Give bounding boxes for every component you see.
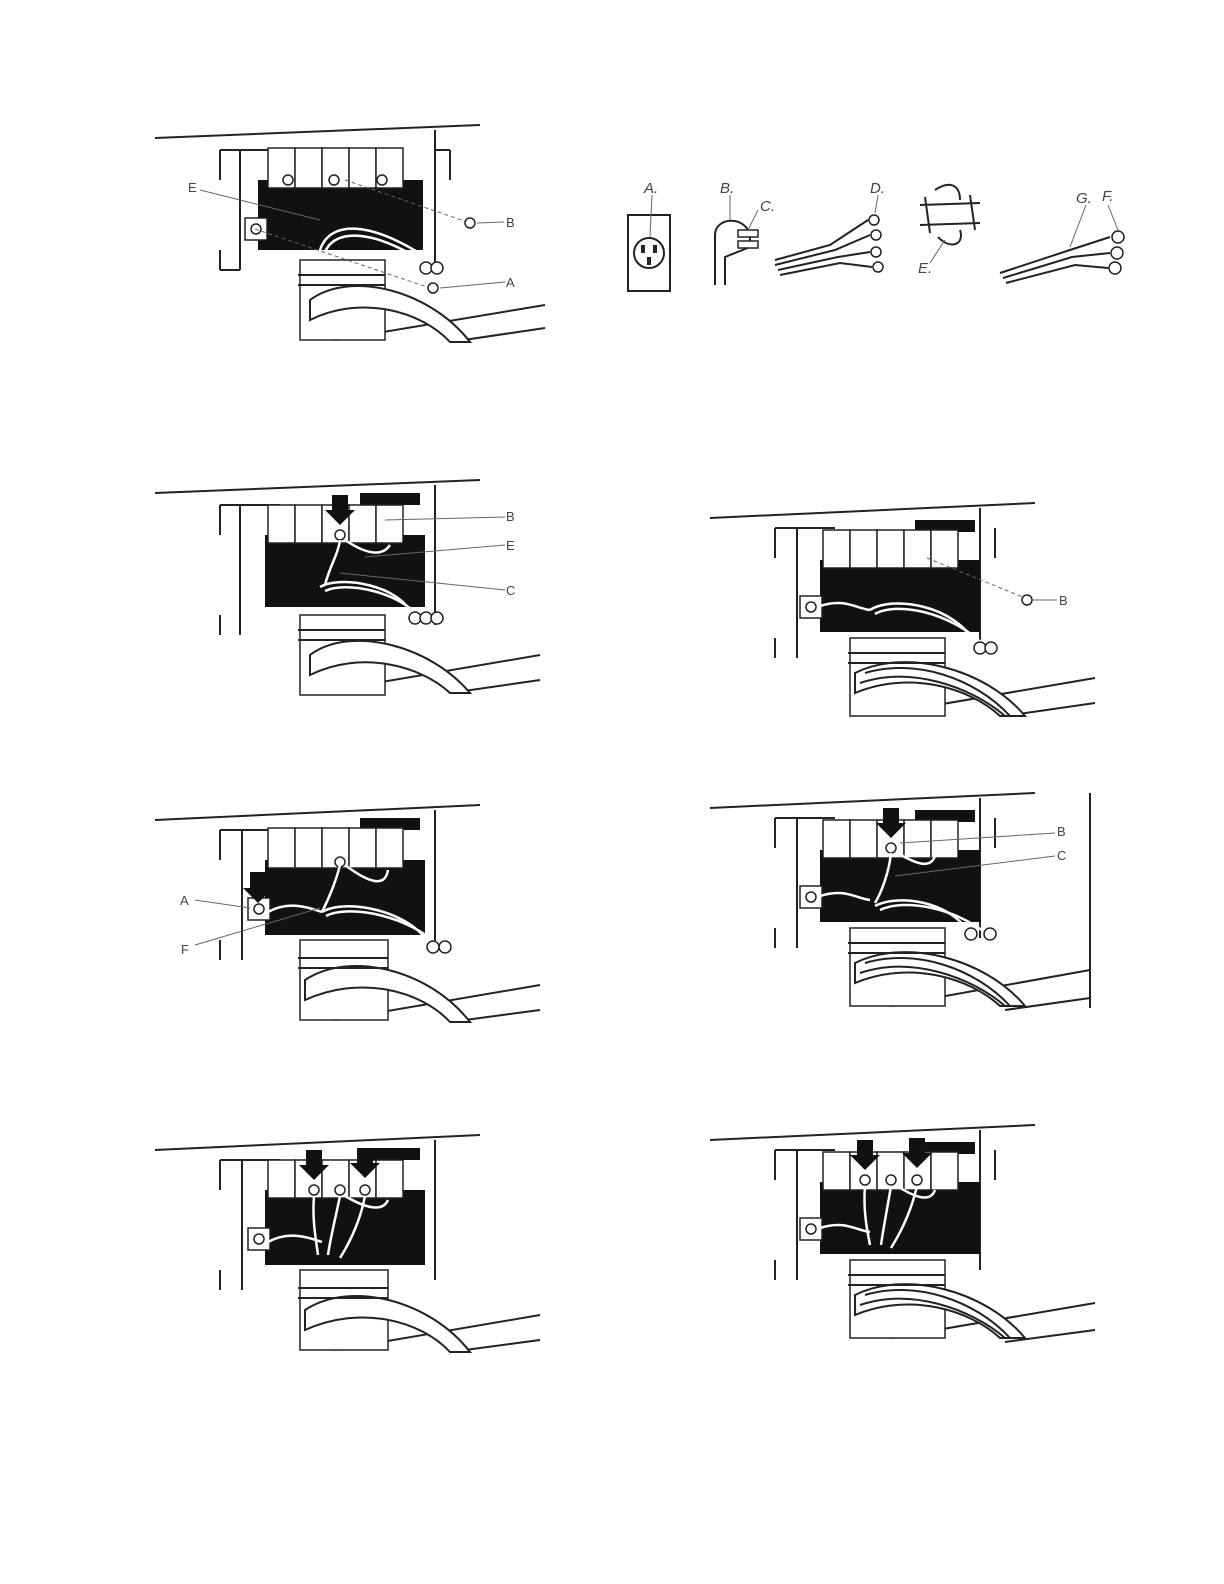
callout-c: C [506, 583, 515, 598]
callout-a: A [506, 275, 515, 290]
callout-f: F [181, 942, 189, 957]
callout-e: E [506, 538, 515, 553]
label-e-strain-relief: E. [918, 260, 932, 277]
terminal-block-illustration-3: B E C [150, 475, 550, 700]
callout-c: C [1057, 848, 1066, 863]
terminal-block-illustration-6: B C [705, 788, 1105, 1013]
callout-b: B [506, 509, 515, 524]
terminal-block-illustration-5: A F [150, 800, 550, 1025]
label-f-ring-terminals: F. [1102, 188, 1113, 205]
label-g-wires: G. [1076, 190, 1092, 207]
callout-b: B [506, 215, 515, 230]
parts-illustration: A. B. C. D. E. G. F. [620, 175, 1160, 300]
callout-a: A [180, 893, 189, 908]
terminal-block-illustration-7 [150, 1130, 550, 1355]
terminal-block-illustration-8 [705, 1120, 1105, 1345]
terminal-block-illustration-4: B [705, 498, 1105, 723]
callout-b: B [1059, 593, 1068, 608]
callout-e: E [188, 180, 197, 195]
label-a-outlet: A. [643, 180, 658, 197]
terminal-block-illustration-1: E B A [150, 120, 550, 350]
label-b-plug: B. [720, 180, 734, 197]
callout-b: B [1057, 824, 1066, 839]
label-d-wires: D. [870, 180, 885, 197]
label-c-prongs: C. [760, 198, 775, 215]
